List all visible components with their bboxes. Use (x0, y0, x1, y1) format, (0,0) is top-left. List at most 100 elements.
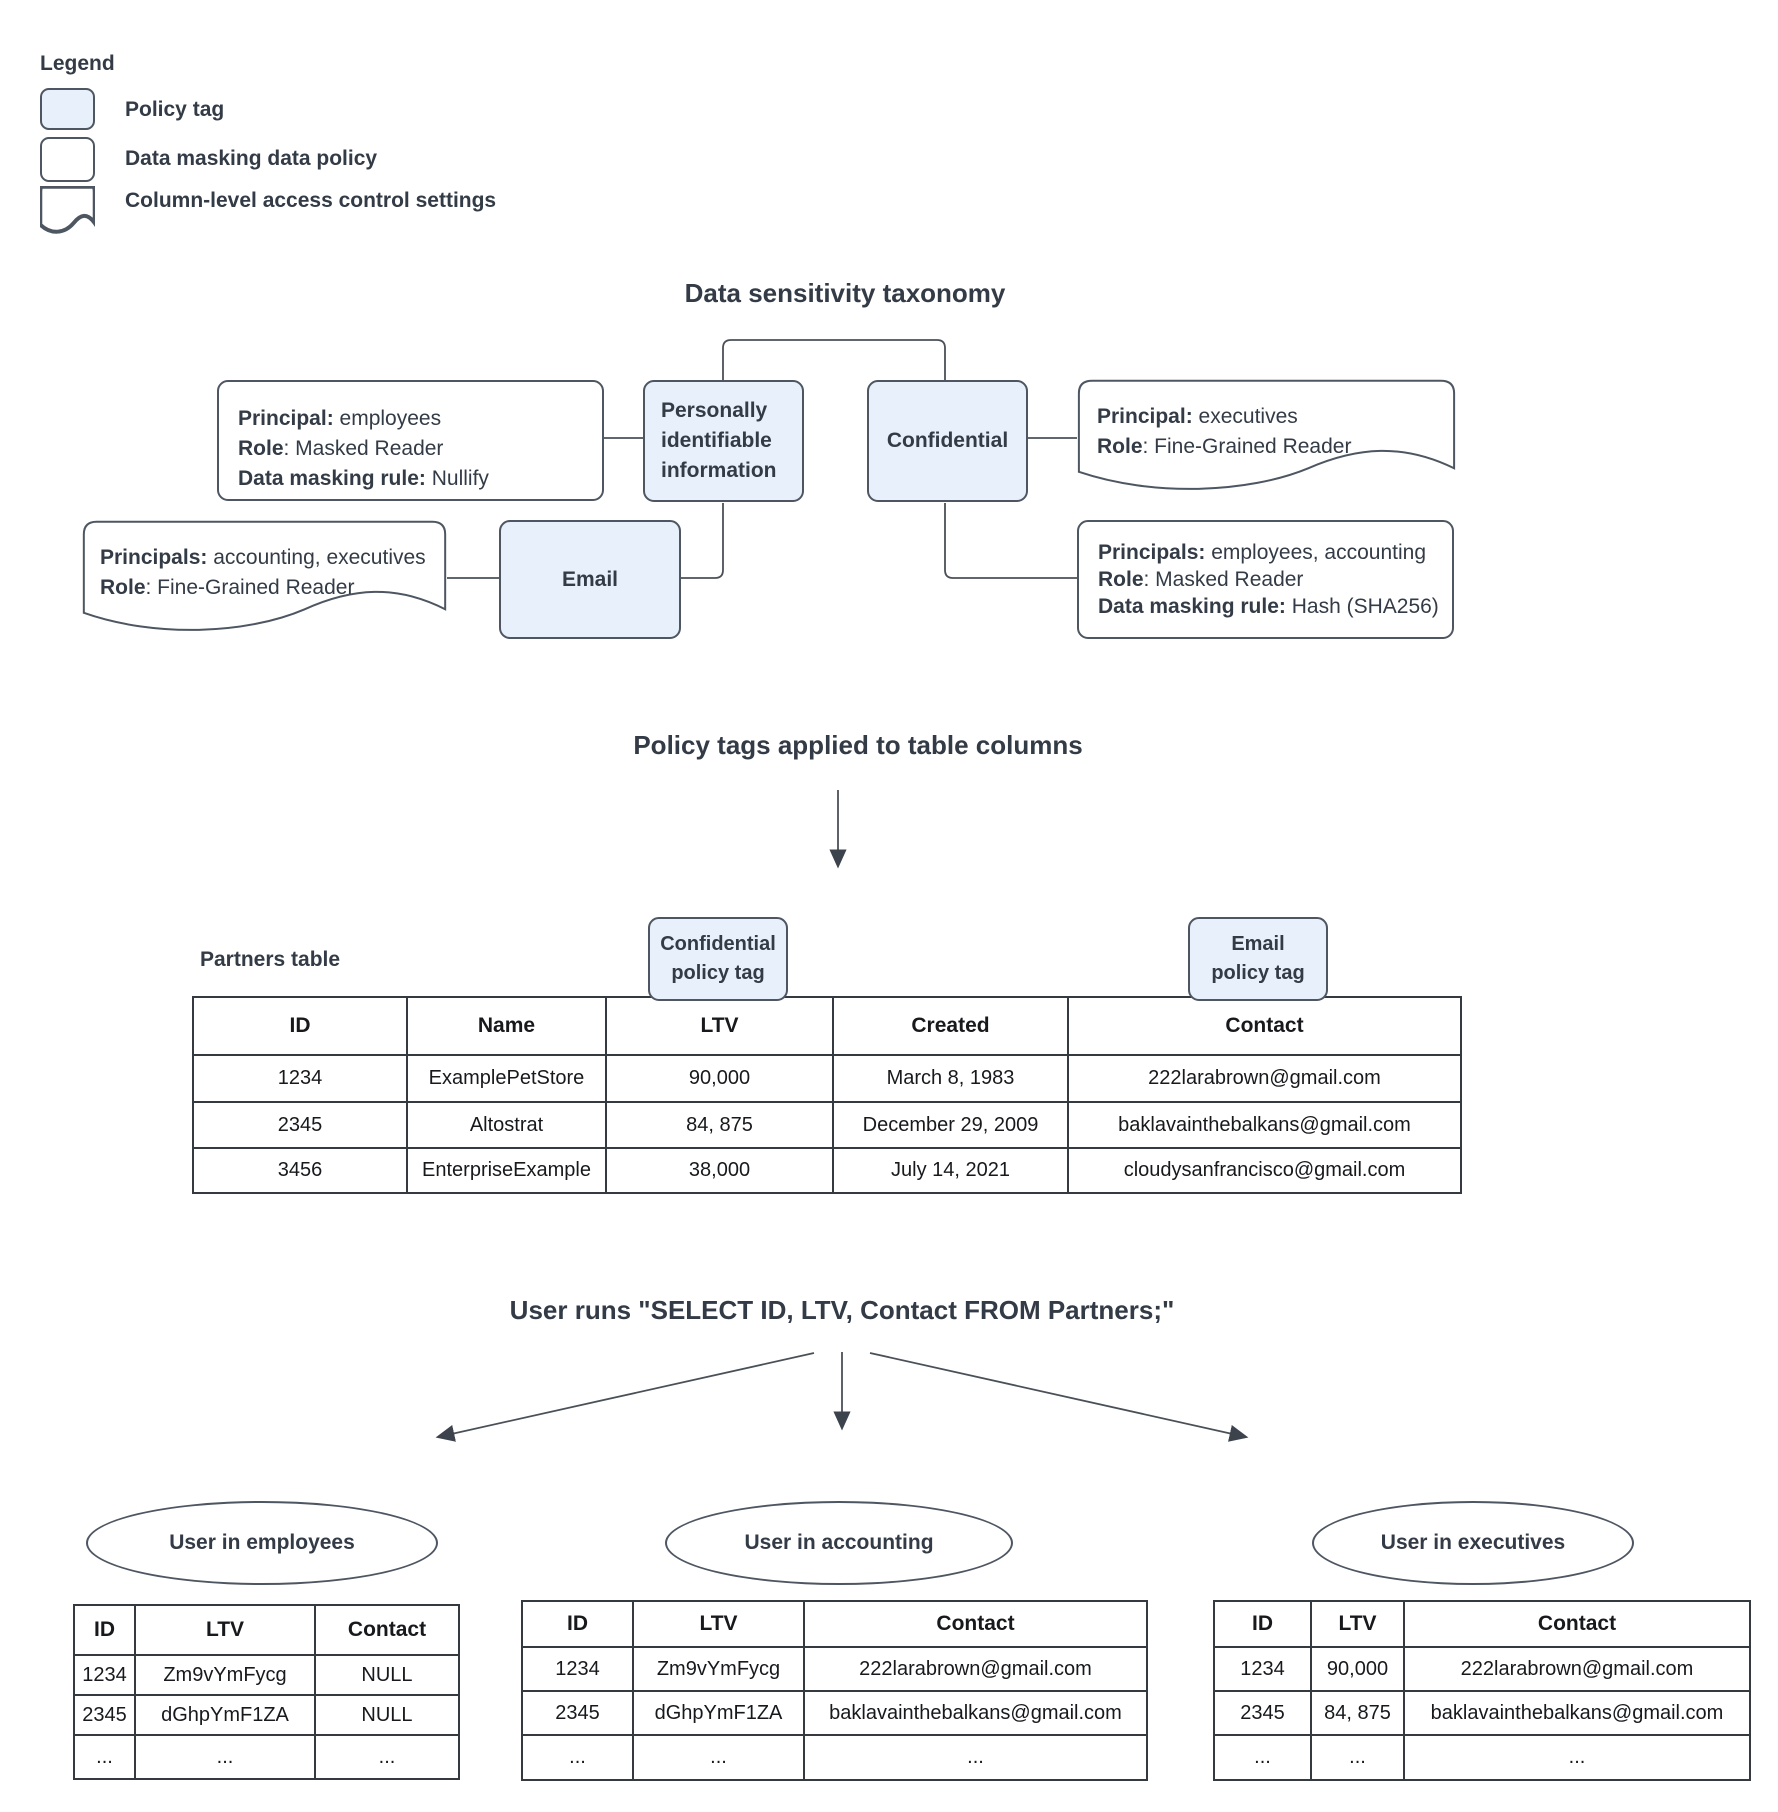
table-cell: ... (73, 1734, 136, 1780)
table-cell: Altostrat (406, 1101, 607, 1149)
user-group-label: User in accounting (744, 1531, 934, 1554)
table-row: 2345 84, 875 baklavainthebalkans@gmail.c… (1213, 1690, 1751, 1736)
access-control-doc-executives: Principal: executives Role: Fine-Grained… (1077, 379, 1456, 504)
table-cell: 1234 (73, 1654, 136, 1696)
policy-line: Principals: employees, accounting (1098, 541, 1427, 564)
branch-arrow-left (435, 1352, 815, 1442)
table-cell: ... (314, 1734, 460, 1780)
table-cell: March 8, 1983 (832, 1054, 1069, 1103)
table-cell: 38,000 (605, 1147, 834, 1194)
table-cell: ... (632, 1734, 805, 1781)
tag-line: policy tag (671, 962, 765, 984)
table-row: 3456 EnterpriseExample 38,000 July 14, 2… (192, 1147, 1462, 1194)
table-cell: 2345 (73, 1694, 136, 1736)
policy-line: Role: Masked Reader (238, 437, 444, 460)
column-header: ID (1213, 1600, 1312, 1648)
table-cell: 2345 (1213, 1690, 1312, 1736)
table-cell: ExamplePetStore (406, 1054, 607, 1103)
table-cell: December 29, 2009 (832, 1101, 1069, 1149)
table-row: 2345 Altostrat 84, 875 December 29, 2009… (192, 1101, 1462, 1149)
table-cell: ... (1403, 1734, 1751, 1781)
table-cell: 3456 (192, 1147, 408, 1194)
table-cell: ... (803, 1734, 1148, 1781)
column-policy-tag-confidential: Confidential policy tag (648, 917, 788, 1001)
legend-title: Legend (40, 52, 115, 75)
legend-data-masking-swatch (40, 137, 95, 182)
table-cell: 222larabrown@gmail.com (803, 1646, 1148, 1692)
table-cell: 90,000 (1310, 1646, 1405, 1692)
table-cell: ... (1310, 1734, 1405, 1781)
table-cell: cloudysanfrancisco@gmail.com (1067, 1147, 1462, 1194)
legend-document-swatch (40, 186, 95, 238)
partners-table-label: Partners table (200, 948, 341, 971)
partners-table: ID Name LTV Created Contact 1234 Example… (192, 996, 1462, 1194)
table-cell: 2345 (521, 1690, 634, 1736)
table-row: 1234 90,000 222larabrown@gmail.com (1213, 1646, 1751, 1692)
table-cell: 222larabrown@gmail.com (1067, 1054, 1462, 1103)
table-cell: 2345 (192, 1101, 408, 1149)
table-cell: 1234 (521, 1646, 634, 1692)
table-cell: ... (1213, 1734, 1312, 1781)
result-table-accounting: ID LTV Contact 1234 Zm9vYmFycg 222larabr… (521, 1600, 1148, 1781)
user-group-label: User in executives (1380, 1531, 1566, 1554)
table-cell: 90,000 (605, 1054, 834, 1103)
table-header-row: ID LTV Contact (73, 1604, 460, 1656)
user-group-ellipse-employees: User in employees (86, 1501, 438, 1585)
user-group-label: User in employees (169, 1531, 355, 1554)
table-row: 1234 Zm9vYmFycg 222larabrown@gmail.com (521, 1646, 1148, 1692)
column-header: ID (73, 1604, 136, 1656)
policy-box-employees-accounting-hash: Principals: employees, accounting Role: … (1077, 520, 1454, 639)
result-table-executives: ID LTV Contact 1234 90,000 222larabrown@… (1213, 1600, 1751, 1781)
table-cell: baklavainthebalkans@gmail.com (1403, 1690, 1751, 1736)
policy-tag-pii: Personally identifiable information (643, 380, 804, 502)
column-header: ID (521, 1600, 634, 1648)
column-header: Created (832, 996, 1069, 1056)
column-header: LTV (1310, 1600, 1405, 1648)
table-row: 2345 dGhpYmF1ZA baklavainthebalkans@gmai… (521, 1690, 1148, 1736)
branch-arrow-right (869, 1352, 1249, 1442)
table-cell: NULL (314, 1654, 460, 1696)
user-group-ellipse-executives: User in executives (1312, 1501, 1634, 1585)
table-cell: 84, 875 (605, 1101, 834, 1149)
table-cell: dGhpYmF1ZA (632, 1690, 805, 1736)
policy-line: Data masking rule: Hash (SHA256) (1098, 595, 1439, 618)
column-header: LTV (632, 1600, 805, 1648)
column-policy-tag-email: Email policy tag (1188, 917, 1328, 1001)
tag-line: Email (1231, 933, 1285, 955)
table-cell: ... (134, 1734, 316, 1780)
policy-tag-label: Email (561, 567, 619, 591)
taxonomy-title: Data sensitivity taxonomy (684, 278, 1006, 308)
table-cell: Zm9vYmFycg (134, 1654, 316, 1696)
tree-bracket-connector (722, 339, 946, 380)
table-cell: baklavainthebalkans@gmail.com (803, 1690, 1148, 1736)
confidential-to-hash-connector (944, 503, 1077, 579)
policy-line: Role: Fine-Grained Reader (100, 576, 355, 599)
legend-item-label: Policy tag (125, 98, 225, 121)
table-cell: ... (521, 1734, 634, 1781)
table-row: ... ... ... (73, 1734, 460, 1780)
policy-line: Data masking rule: Nullify (238, 467, 489, 490)
query-title: User runs "SELECT ID, LTV, Contact FROM … (509, 1295, 1175, 1325)
column-header: ID (192, 996, 408, 1056)
table-cell: 84, 875 (1310, 1690, 1405, 1736)
table-cell: baklavainthebalkans@gmail.com (1067, 1101, 1462, 1149)
policy-application-title: Policy tags applied to table columns (633, 730, 1083, 760)
email-to-pii-connector (681, 503, 724, 579)
policy-tag-confidential: Confidential (867, 380, 1028, 502)
table-cell: EnterpriseExample (406, 1147, 607, 1194)
policy-line: Role: Masked Reader (1098, 568, 1304, 591)
table-row: ... ... ... (521, 1734, 1148, 1781)
policy-box-employees-nullify: Principal: employees Role: Masked Reader… (217, 380, 604, 501)
table-cell: NULL (314, 1694, 460, 1736)
policy-line: Role: Fine-Grained Reader (1097, 435, 1352, 458)
table-header-row: ID Name LTV Created Contact (192, 996, 1462, 1056)
column-header: Contact (1067, 996, 1462, 1056)
policy-tag-email: Email (499, 520, 681, 639)
result-table-employees: ID LTV Contact 1234 Zm9vYmFycg NULL 2345… (73, 1604, 460, 1780)
legend-item-label: Data masking data policy (125, 147, 378, 170)
table-cell: dGhpYmF1ZA (134, 1694, 316, 1736)
column-header: LTV (605, 996, 834, 1056)
column-header: Name (406, 996, 607, 1056)
table-header-row: ID LTV Contact (1213, 1600, 1751, 1648)
